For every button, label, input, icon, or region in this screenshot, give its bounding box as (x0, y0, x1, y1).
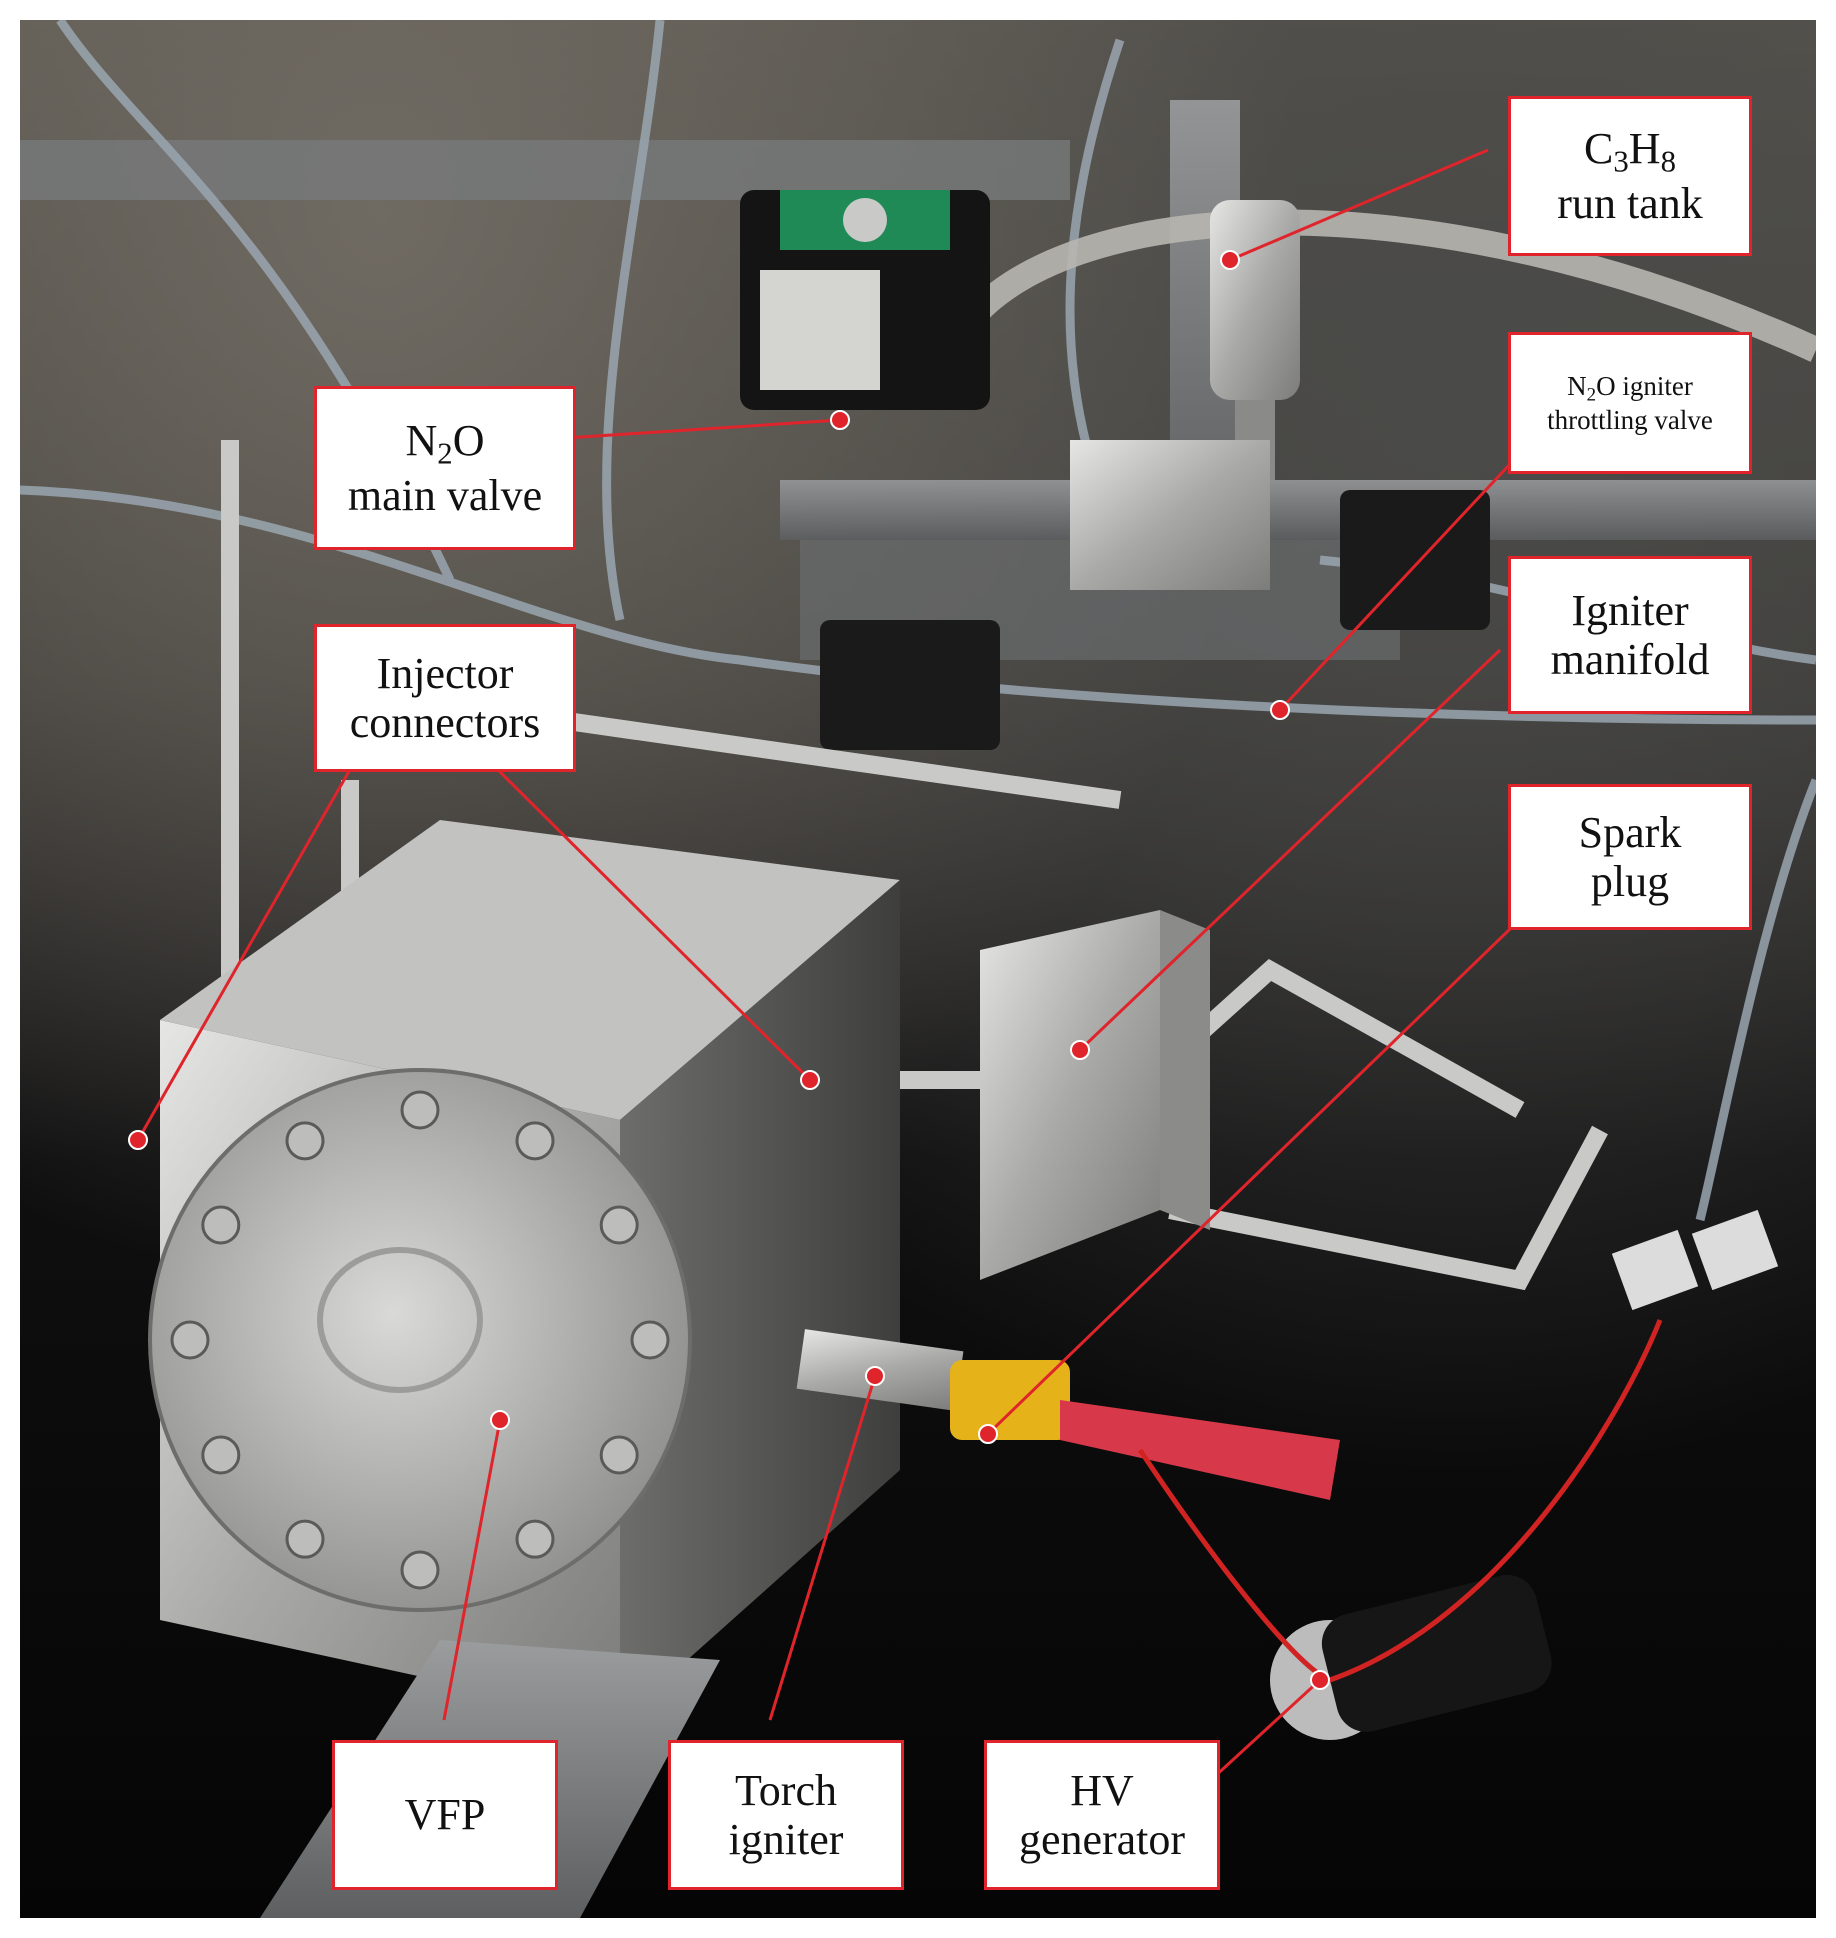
flange-bolt (400, 1550, 440, 1590)
label-n2o-main-valve: N2O main valve (314, 386, 576, 550)
callout-dot-injector-connectors-b (800, 1070, 820, 1090)
callout-line-n2o-main-valve (535, 418, 841, 442)
hv-generator (1270, 1574, 1552, 1740)
label-igniter-manifold: Igniter manifold (1508, 556, 1752, 714)
hv-wire (1137, 1319, 1663, 1683)
flange-bolt (515, 1519, 555, 1559)
label-c3h8-run-tank: C3H8 run tank (1508, 96, 1752, 256)
spark-plug (950, 1360, 1340, 1500)
flange-bolt (599, 1435, 639, 1475)
callout-dot-spark-plug (978, 1424, 998, 1444)
callout-dot-igniter-manifold (1070, 1040, 1090, 1060)
callout-dot-hv-generator (1310, 1670, 1330, 1690)
callout-line-vfp (442, 1419, 502, 1721)
label-spark-plug: Spark plug (1508, 784, 1752, 930)
callout-dot-n2o-igniter-throttling-valve (1270, 700, 1290, 720)
flange-bolt (170, 1320, 210, 1360)
test-rig-photo (20, 20, 1816, 1918)
flange-bolt (285, 1121, 325, 1161)
callout-line-spark-plug (986, 898, 1542, 1436)
flange-bolt (400, 1090, 440, 1130)
callout-line-injector-connectors-a (136, 751, 362, 1141)
vfp-body (148, 820, 900, 1720)
callout-dot-vfp (490, 1410, 510, 1430)
flange-bolt (515, 1121, 555, 1161)
callout-line-n2o-igniter-throttling-valve (1278, 430, 1542, 712)
flange-bolt (201, 1205, 241, 1245)
label-torch-igniter: Torch igniter (668, 1740, 904, 1890)
photo-frame: C3H8 run tank N2O igniter throttling val… (20, 20, 1816, 1918)
flange-bolt (599, 1205, 639, 1245)
label-vfp: VFP (332, 1740, 558, 1890)
callout-dot-torch-igniter (865, 1366, 885, 1386)
callout-line-hv-generator (1198, 1678, 1322, 1792)
flange-bolt (285, 1519, 325, 1559)
callout-line-injector-connectors-b (478, 750, 812, 1082)
label-hv-generator: HV generator (984, 1740, 1220, 1890)
flange-bolts (170, 1090, 670, 1590)
flange-bolt (630, 1320, 670, 1360)
callout-dot-n2o-main-valve (830, 410, 850, 430)
callout-dot-injector-connectors-a (128, 1130, 148, 1150)
igniter-manifold-block (980, 910, 1210, 1280)
wire-connectors (1611, 1209, 1779, 1311)
label-n2o-igniter-throttling-valve: N2O igniter throttling valve (1508, 332, 1752, 474)
callout-line-igniter-manifold (1078, 648, 1502, 1052)
callout-line-c3h8-run-tank (1229, 148, 1489, 262)
n2o-main-valve (740, 190, 990, 410)
callout-lines (128, 148, 1542, 1792)
flange-bolt (201, 1435, 241, 1475)
solenoid-valves (820, 440, 1490, 750)
callout-line-torch-igniter (768, 1375, 877, 1721)
label-injector-connectors: Injector connectors (314, 624, 576, 772)
callout-dot-c3h8-run-tank (1220, 250, 1240, 270)
